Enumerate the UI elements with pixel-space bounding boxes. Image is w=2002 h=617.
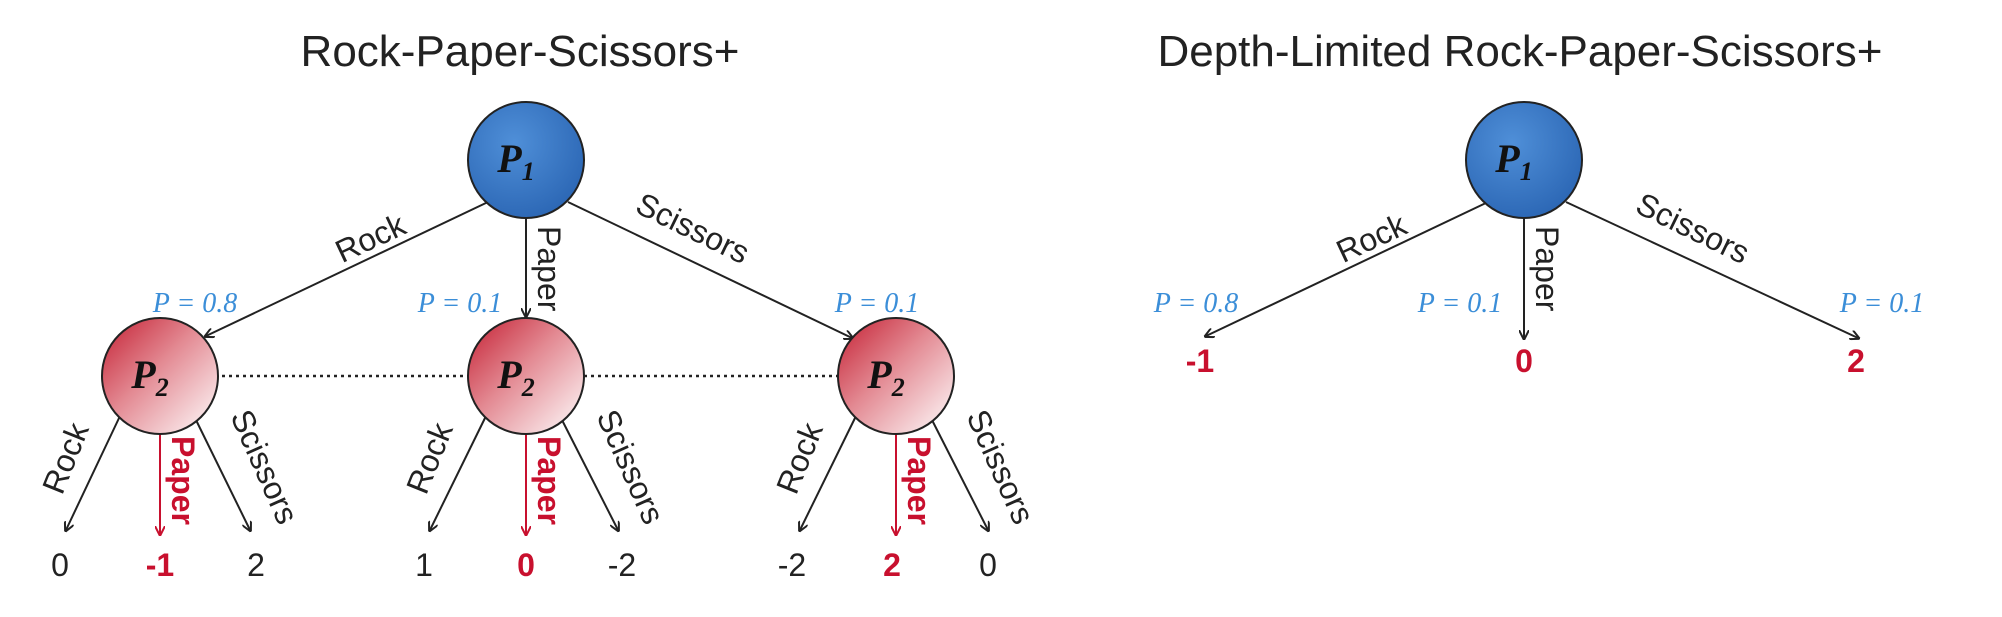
p1-action-rock-label: Rock <box>1331 206 1413 270</box>
leaf-value: 0 <box>979 547 997 583</box>
edge-p2-rock <box>800 415 857 530</box>
svg-text:P1: P1 <box>1494 136 1532 186</box>
p2-action-paper-label: Paper <box>165 436 201 525</box>
p2-action-scissors-label: Scissors <box>590 404 672 529</box>
p1-root-node: P1 <box>467 101 585 219</box>
p1-root-node: P1 <box>1465 101 1583 219</box>
right-tree-title: Depth-Limited Rock-Paper-Scissors+ <box>1157 27 1882 76</box>
p2-subtree-2: Rock Paper Scissors P2 1 0 -2 <box>399 317 672 583</box>
p1-action-paper-label: Paper <box>531 226 567 312</box>
edge-p2-scissors <box>931 419 988 530</box>
prob-rock: P = 0.8 <box>152 288 238 319</box>
svg-text:P1: P1 <box>496 136 534 186</box>
edge-p1-rock <box>1206 201 1489 336</box>
p1-action-scissors-label: Scissors <box>631 185 755 270</box>
p2-subtree-1: Rock Paper Scissors P2 0 -1 2 <box>35 317 306 583</box>
edge-p1-scissors <box>1565 201 1858 338</box>
leaf-value: 1 <box>415 547 433 583</box>
edge-p2-scissors <box>195 419 250 530</box>
leaf-value: 0 <box>51 547 69 583</box>
left-tree: Rock-Paper-Scissors+ Rock Paper Scissors… <box>35 27 1042 583</box>
leaf-value: -2 <box>608 547 636 583</box>
prob-paper: P = 0.1 <box>1417 288 1503 319</box>
p2-action-paper-label: Paper <box>901 436 937 525</box>
p2-node <box>837 317 955 435</box>
prob-scissors: P = 0.1 <box>1839 288 1925 319</box>
prob-rock: P = 0.8 <box>1153 288 1239 319</box>
edge-p2-rock <box>430 415 487 530</box>
edge-p1-rock <box>206 201 489 336</box>
edge-p1-scissors <box>567 201 852 338</box>
p2-node-label: P2 <box>496 352 534 402</box>
leaf-value-highlighted: -1 <box>1186 343 1214 379</box>
leaf-value-highlighted: 2 <box>883 547 901 583</box>
right-tree: Depth-Limited Rock-Paper-Scissors+ Rock … <box>1153 27 1925 379</box>
edge-p2-scissors <box>561 419 618 530</box>
p1-action-scissors-label: Scissors <box>1631 185 1755 270</box>
prob-scissors: P = 0.1 <box>834 288 920 319</box>
p1-action-paper-label: Paper <box>1529 226 1565 312</box>
leaf-value-highlighted: 0 <box>517 547 535 583</box>
left-tree-title: Rock-Paper-Scissors+ <box>301 27 740 76</box>
edge-p2-rock <box>66 415 121 530</box>
p2-action-scissors-label: Scissors <box>960 404 1042 529</box>
leaf-value-highlighted: 2 <box>1847 343 1865 379</box>
p2-node <box>467 317 585 435</box>
leaf-value: 2 <box>247 547 265 583</box>
p2-action-scissors-label: Scissors <box>224 404 306 529</box>
prob-paper: P = 0.1 <box>417 288 503 319</box>
p2-node <box>101 317 219 435</box>
leaf-value-highlighted: -1 <box>146 547 174 583</box>
leaf-value: -2 <box>778 547 806 583</box>
p2-node-label: P2 <box>130 352 168 402</box>
leaf-value-highlighted: 0 <box>1515 343 1533 379</box>
p2-action-paper-label: Paper <box>531 436 567 525</box>
p2-subtree-3: Rock Paper Scissors P2 -2 2 0 <box>769 317 1042 583</box>
p1-action-rock-label: Rock <box>330 206 412 270</box>
p2-node-label: P2 <box>866 352 904 402</box>
